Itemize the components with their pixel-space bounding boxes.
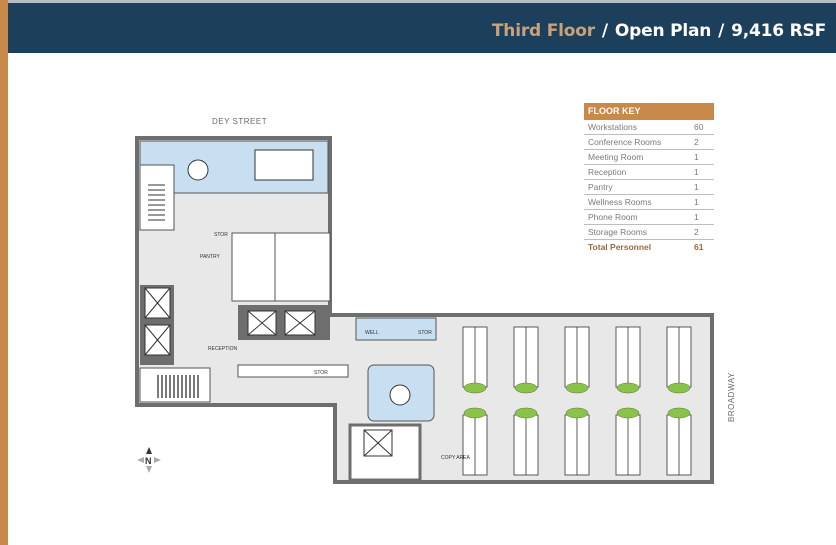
svg-text:N: N [145, 456, 152, 466]
street-label-north: DEY STREET [212, 117, 268, 126]
floor-key-title: FLOOR KEY [584, 103, 714, 120]
key-label: Total Personnel [588, 242, 652, 252]
key-row-workstations: Workstations 60 [584, 120, 714, 135]
accent-side-bar [0, 0, 8, 545]
key-label: Conference Rooms [588, 137, 662, 147]
svg-text:COPY AREA: COPY AREA [441, 455, 470, 461]
floor-name: Third Floor [491, 21, 595, 41]
key-row-conference: Conference Rooms 2 [584, 135, 714, 150]
key-value: 60 [694, 122, 704, 132]
key-row-phone: Phone Room 1 [584, 210, 714, 225]
key-row-storage: Storage Rooms 2 [584, 225, 714, 240]
key-value: 2 [694, 227, 699, 237]
key-label: Pantry [588, 182, 613, 192]
key-row-meeting: Meeting Room 1 [584, 150, 714, 165]
key-value: 1 [694, 167, 699, 177]
key-row-wellness: Wellness Rooms 1 [584, 195, 714, 210]
key-value: 1 [694, 197, 699, 207]
svg-text:STOR: STOR [418, 330, 432, 336]
key-label: Meeting Room [588, 152, 644, 162]
svg-text:RECEPTION: RECEPTION [208, 346, 238, 352]
north-arrow-icon: N [137, 447, 161, 473]
plan-type: Open Plan [614, 21, 712, 41]
key-row-reception: Reception 1 [584, 165, 714, 180]
svg-text:PANTRY: PANTRY [200, 254, 220, 260]
key-value: 2 [694, 137, 699, 147]
svg-text:WELL: WELL [365, 330, 379, 336]
top-border [0, 0, 836, 3]
floor-key-table: FLOOR KEY Workstations 60 Conference Room… [584, 103, 714, 254]
header-bar: Third Floor / Open Plan / 9,416 RSF [8, 3, 836, 53]
title-separator: / [718, 21, 725, 41]
title-separator: / [601, 21, 608, 41]
rsf-area: 9,416 RSF [731, 21, 826, 41]
key-label: Workstations [588, 122, 637, 132]
page-title: Third Floor / Open Plan / 9,416 RSF [492, 21, 826, 41]
key-value: 1 [694, 152, 699, 162]
key-label: Wellness Rooms [588, 197, 652, 207]
svg-text:STOR: STOR [314, 370, 328, 376]
key-label: Storage Rooms [588, 227, 648, 237]
key-value: 61 [694, 242, 704, 252]
key-row-total: Total Personnel 61 [584, 240, 714, 254]
key-value: 1 [694, 182, 699, 192]
room-label: STOR [214, 232, 228, 238]
key-value: 1 [694, 212, 699, 222]
key-label: Phone Room [588, 212, 638, 222]
key-label: Reception [588, 167, 627, 177]
key-row-pantry: Pantry 1 [584, 180, 714, 195]
